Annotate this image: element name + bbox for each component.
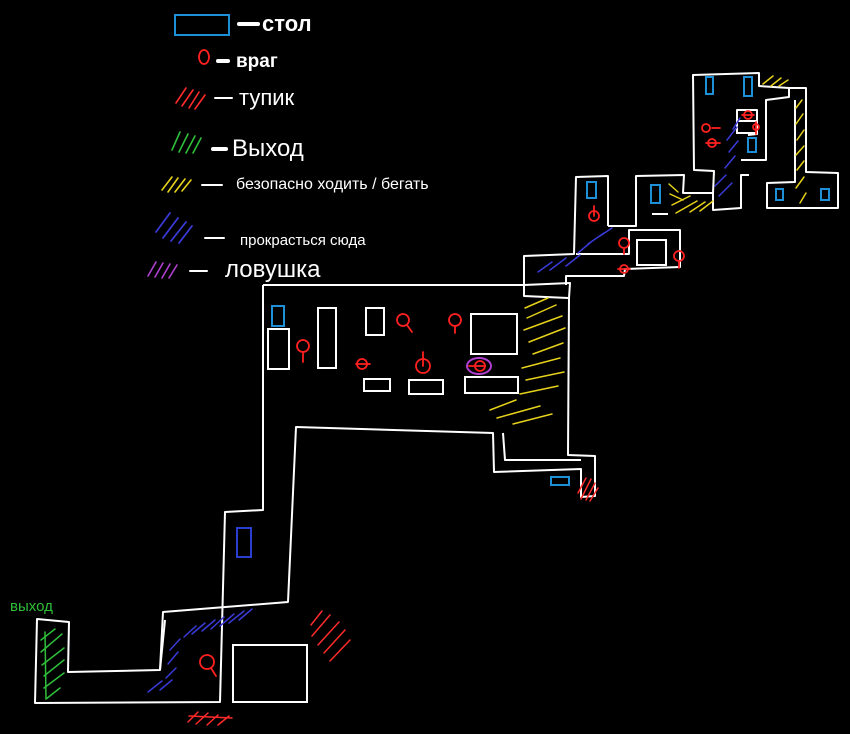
exit-zone bbox=[40, 628, 65, 700]
enemy-icon bbox=[673, 250, 685, 269]
legend-safe-label: безопасно ходить / бегать bbox=[236, 176, 429, 193]
legend-safe-icon bbox=[161, 176, 192, 193]
map-walls bbox=[34, 72, 839, 704]
enemy-icon bbox=[396, 313, 413, 333]
legend-sneak-label: прокрасться сюда bbox=[240, 232, 366, 249]
legend-dead-end-label: тупик bbox=[239, 85, 295, 110]
obstacle bbox=[363, 378, 391, 392]
enemy-icon bbox=[701, 123, 721, 133]
dead-ends bbox=[187, 477, 599, 726]
obstacle bbox=[267, 328, 290, 370]
enemy-icon bbox=[199, 654, 217, 677]
enemy-icon bbox=[468, 360, 486, 372]
legend-sneak-icon bbox=[155, 212, 193, 244]
enemy-icon bbox=[741, 110, 755, 120]
enemy-icon bbox=[448, 313, 462, 334]
legend-dead-end-icon bbox=[175, 87, 206, 110]
table-icon bbox=[705, 76, 714, 95]
obstacle bbox=[636, 239, 667, 266]
enemy-icon bbox=[752, 121, 760, 135]
trap-marker bbox=[466, 357, 492, 375]
legend-table-label: стол bbox=[262, 11, 312, 36]
enemy-icon bbox=[296, 339, 310, 363]
safe-zones bbox=[489, 75, 807, 425]
enemy-icon bbox=[588, 205, 600, 222]
enemy-icon bbox=[617, 264, 631, 274]
sneak-zones bbox=[147, 117, 741, 693]
enemy-icon bbox=[415, 351, 431, 374]
obstacle bbox=[470, 313, 518, 355]
table-icon bbox=[271, 305, 285, 327]
table-icon bbox=[236, 527, 252, 558]
table-icon bbox=[747, 137, 757, 153]
enemy-icon bbox=[705, 138, 721, 148]
legend-enemy-label: враг bbox=[236, 51, 278, 72]
obstacle bbox=[365, 307, 385, 336]
map-exit-label: выход bbox=[10, 598, 53, 615]
enemies bbox=[199, 110, 760, 677]
legend-trap-icon bbox=[147, 261, 178, 279]
legend-exit-icon bbox=[171, 131, 202, 154]
obstacle bbox=[464, 376, 519, 394]
table-icon bbox=[550, 476, 570, 486]
table-icon bbox=[820, 188, 830, 201]
legend-trap-label: ловушка bbox=[225, 256, 321, 283]
legend-table-icon bbox=[174, 14, 230, 36]
enemy-icon bbox=[355, 358, 371, 370]
table-icon bbox=[743, 76, 753, 97]
table-icon bbox=[586, 181, 597, 199]
table-icon bbox=[650, 184, 661, 204]
legend-enemy-icon bbox=[198, 49, 210, 65]
obstacle bbox=[317, 307, 337, 369]
obstacles bbox=[232, 120, 758, 703]
tables bbox=[236, 76, 830, 558]
obstacle bbox=[232, 644, 308, 703]
legend-symbols bbox=[147, 14, 260, 279]
enemy-icon bbox=[618, 237, 630, 255]
legend-exit-label: Выход bbox=[232, 135, 304, 162]
table-icon bbox=[775, 188, 784, 201]
obstacle bbox=[408, 379, 444, 395]
